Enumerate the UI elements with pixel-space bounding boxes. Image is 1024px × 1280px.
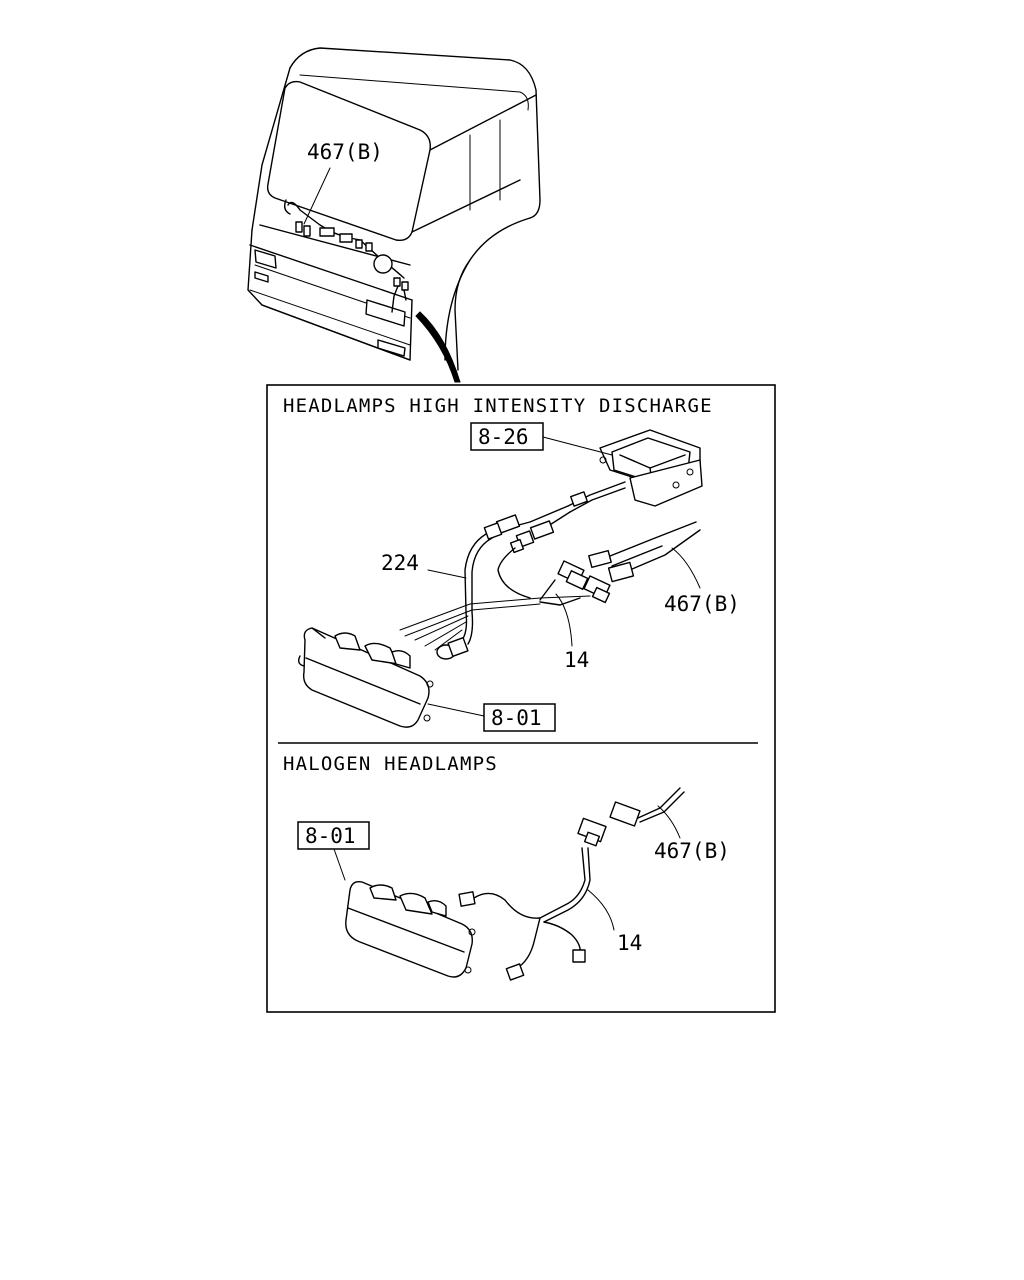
hid-14-callout: 14 (564, 648, 589, 672)
hid-headlamp-drawing (297, 627, 434, 728)
halogen-section-title: HALOGEN HEADLAMPS (283, 753, 498, 775)
hid-14-leader (555, 593, 573, 647)
ballast-ref-callout: 8-26 (478, 425, 529, 449)
hid-harness-drawing (399, 481, 701, 660)
ballast-leader (542, 436, 613, 456)
hal-headlamp-leader (333, 848, 346, 881)
hal-14-leader (587, 889, 615, 931)
halogen-harness-drawing (458, 787, 685, 981)
halogen-headlamp-drawing (345, 880, 476, 978)
hid-ballast-drawing (599, 429, 703, 507)
hid-headlamp-leader (427, 703, 485, 717)
hid-467b-callout: 467(B) (664, 592, 740, 616)
hid-section-title: HEADLAMPS HIGH INTENSITY DISCHARGE (283, 395, 713, 417)
hal-467b-leader (657, 805, 681, 839)
cab-harness-callout: 467(B) (307, 140, 383, 164)
hal-467b-callout: 467(B) (654, 839, 730, 863)
detail-frame (266, 384, 776, 1013)
harness-224-callout: 224 (381, 551, 419, 575)
detail-pointer (415, 311, 461, 383)
hid-467b-leader (671, 547, 701, 589)
hal-headlamp-ref-callout: 8-01 (305, 824, 356, 848)
hal-14-callout: 14 (617, 931, 642, 955)
hal-headlamp-ref-box (297, 821, 370, 850)
hid-headlamp-ref-box (483, 703, 556, 732)
hid-headlamp-ref-callout: 8-01 (491, 706, 542, 730)
ballast-ref-box (470, 422, 544, 451)
truck-cab-drawing (247, 47, 541, 371)
harness-224-leader (427, 569, 467, 579)
